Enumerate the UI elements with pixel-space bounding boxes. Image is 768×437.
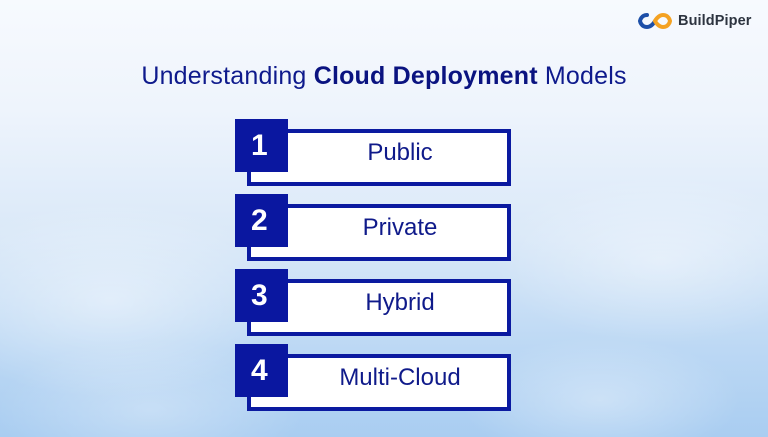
model-box xyxy=(247,204,511,261)
infinity-logo-icon xyxy=(638,12,672,30)
model-item-hybrid: 3 Hybrid xyxy=(235,269,511,336)
model-number-badge: 3 xyxy=(235,269,288,322)
model-box xyxy=(247,129,511,186)
brand-logo: BuildPiper xyxy=(638,12,752,30)
model-label: Multi-Cloud xyxy=(339,364,461,391)
model-item-multi-cloud: 4 Multi-Cloud xyxy=(235,344,511,411)
model-label: Hybrid xyxy=(365,289,435,316)
model-box xyxy=(247,279,511,336)
model-item-private: 2 Private xyxy=(235,194,511,261)
title-suffix: Models xyxy=(537,62,627,90)
model-number-badge: 4 xyxy=(235,344,288,397)
model-item-public: 1 Public xyxy=(235,119,511,186)
brand-name: BuildPiper xyxy=(678,13,752,29)
model-number-badge: 2 xyxy=(235,194,288,247)
page-title: Understanding Cloud Deployment Models xyxy=(0,62,768,91)
model-number-badge: 1 xyxy=(235,119,288,172)
title-prefix: Understanding xyxy=(141,62,314,90)
title-bold: Cloud Deployment xyxy=(313,62,538,90)
model-label: Private xyxy=(362,214,438,241)
model-label: Public xyxy=(367,139,433,166)
